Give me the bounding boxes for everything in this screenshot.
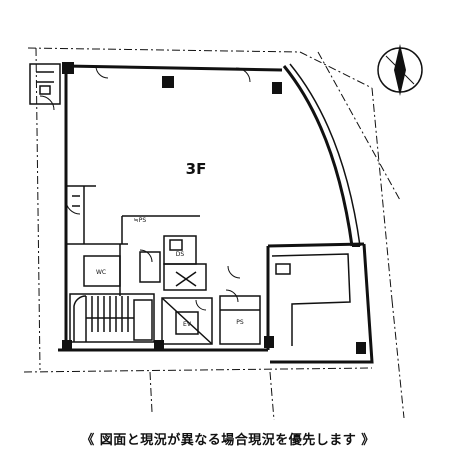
room-label-ps: PS <box>236 319 244 326</box>
disclaimer-notice: 《 図面と現況が異なる場合現況を優先します 》 <box>81 433 375 448</box>
room-label-ev: EV <box>183 321 192 328</box>
elevator-shaft <box>161 295 261 345</box>
west-core <box>29 63 128 296</box>
site-boundary <box>23 47 405 421</box>
room-label-ds: DS <box>176 251 185 258</box>
north-arrow-icon <box>377 44 423 96</box>
room-label-wc: WC <box>96 269 106 276</box>
floor-label: 3F <box>186 160 207 178</box>
staircase <box>69 293 155 343</box>
wc-block <box>121 215 207 291</box>
curved-facade <box>282 63 361 247</box>
door-swings <box>39 65 251 311</box>
columns <box>62 62 366 354</box>
area-note: ≒PS <box>134 217 147 224</box>
east-room <box>271 253 351 346</box>
